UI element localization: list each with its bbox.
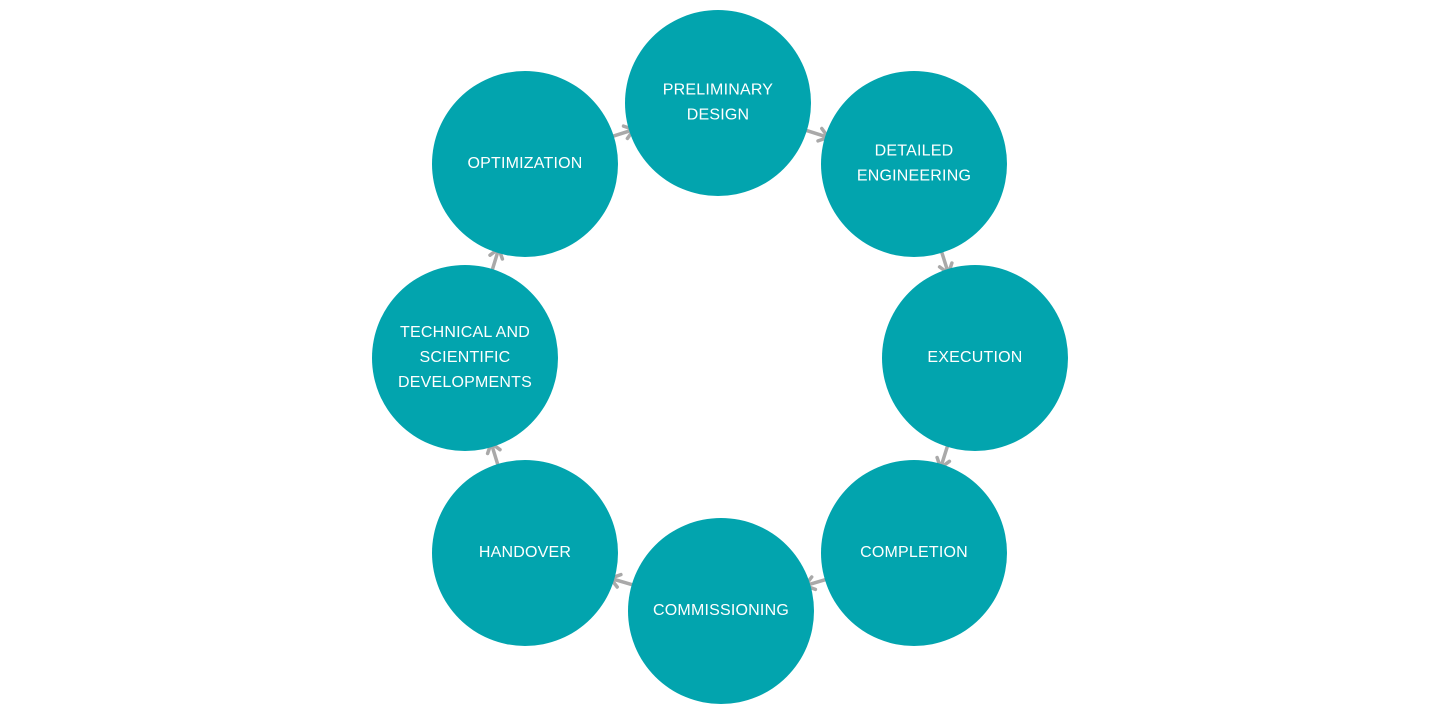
arrow-shaft [489, 441, 501, 470]
arrow-shaft [938, 246, 951, 276]
stage-node-completion: COMPLETION [821, 460, 1007, 646]
stage-label-execution-line-1: EXECUTION [927, 349, 1022, 366]
stage-circle-optimization [432, 71, 618, 257]
stage-node-preliminary-design: PRELIMINARY DESIGN [625, 10, 811, 196]
stage-node-handover: HANDOVER [432, 460, 618, 646]
stage-node-execution: EXECUTION [882, 265, 1068, 451]
stage-nodes: PRELIMINARY DESIGN DETAILED ENGINEERING EXEC… [372, 10, 1068, 704]
stage-circle-execution [882, 265, 1068, 451]
stage-node-commissioning: COMMISSIONING [628, 518, 814, 704]
stage-circle-preliminary-design [625, 10, 811, 196]
stage-label-technical-and-scientific-developments-line-1: TECHNICAL AND [400, 324, 530, 341]
stage-label-technical-and-scientific-developments-line-3: DEVELOPMENTS [398, 374, 532, 391]
arrow-shaft [801, 127, 831, 140]
stage-label-detailed-engineering-line-2: ENGINEERING [857, 168, 971, 185]
arrow-shaft [938, 441, 951, 470]
stage-node-technical-and-scientific-developments: TECHNICAL AND SCIENTIFIC DEVELOPMENTS [372, 265, 558, 451]
stage-circle-detailed-engineering [821, 71, 1007, 257]
stage-label-optimization-line-1: OPTIMIZATION [468, 155, 583, 172]
stage-label-preliminary-design-line-2: DESIGN [687, 107, 750, 124]
arrow-shaft [608, 576, 638, 588]
stage-node-detailed-engineering: DETAILED ENGINEERING [821, 71, 1007, 257]
stage-circle-technical-and-scientific-developments [372, 265, 558, 451]
stage-label-technical-and-scientific-developments-line-2: SCIENTIFIC [420, 349, 511, 366]
stage-label-commissioning-line-1: COMMISSIONING [653, 602, 789, 619]
stage-circle-completion [821, 460, 1007, 646]
stage-label-completion-line-1: COMPLETION [860, 544, 968, 561]
stage-circle-commissioning [628, 518, 814, 704]
stage-node-optimization: OPTIMIZATION [432, 71, 618, 257]
stage-label-handover-line-1: HANDOVER [479, 544, 571, 561]
stage-label-preliminary-design-line-1: PRELIMINARY [663, 82, 774, 99]
stage-circle-handover [432, 460, 618, 646]
stage-label-detailed-engineering-line-1: DETAILED [875, 143, 954, 160]
